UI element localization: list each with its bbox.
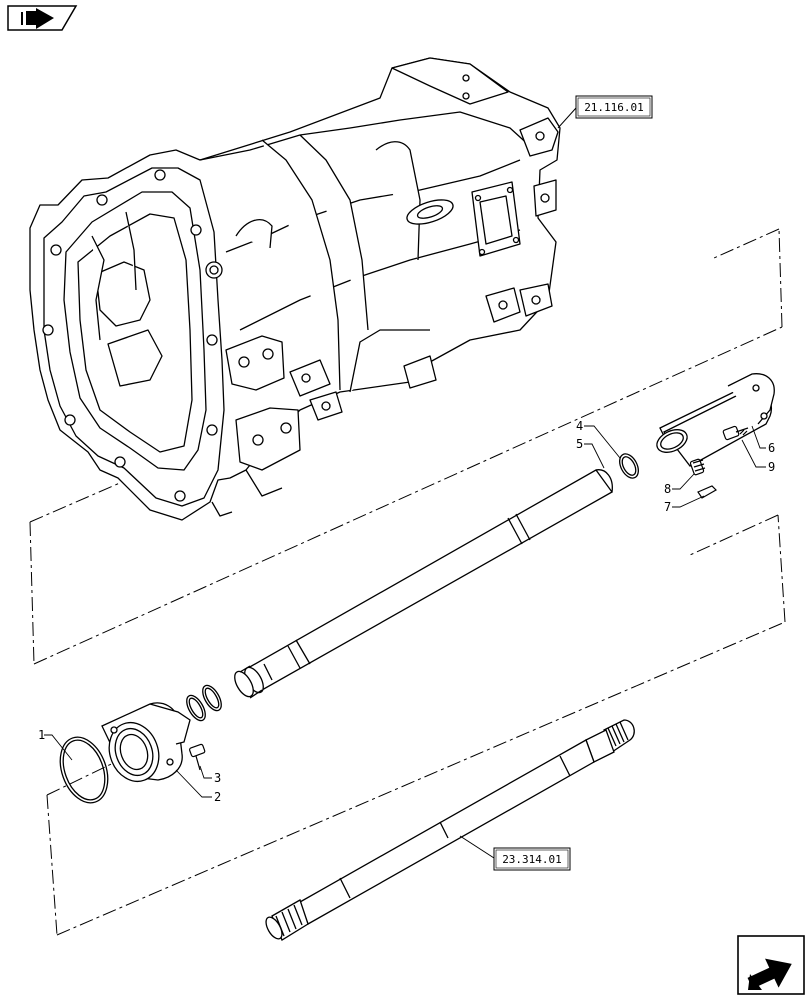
reference-output-shaft[interactable]: 23.314.01 bbox=[459, 835, 571, 871]
callout-7: 7 bbox=[664, 500, 671, 514]
reference-label: 21.116.01 bbox=[584, 101, 644, 114]
callout-1: 1 bbox=[38, 728, 45, 742]
spring-pin-8 bbox=[689, 458, 706, 476]
bolt-9 bbox=[722, 425, 749, 441]
callout-3: 3 bbox=[214, 771, 221, 785]
book-arrow-icon[interactable] bbox=[7, 5, 78, 31]
pin-7 bbox=[697, 485, 717, 499]
callout-6: 6 bbox=[768, 441, 775, 455]
callout-5: 5 bbox=[576, 437, 583, 451]
callout-4: 4 bbox=[576, 419, 583, 433]
pto-shaft-5 bbox=[234, 469, 613, 699]
callout-9: 9 bbox=[768, 460, 775, 474]
reference-transmission-housing[interactable]: 21.116.01 bbox=[557, 95, 653, 129]
front-bearing-housing-2 bbox=[101, 702, 191, 783]
callout-leaders bbox=[44, 425, 766, 798]
rear-sleeve-flange bbox=[656, 373, 775, 467]
callout-numbers: 1 2 3 4 5 6 7 8 9 bbox=[38, 419, 775, 804]
transmission-housing bbox=[29, 57, 561, 521]
callout-2: 2 bbox=[214, 790, 221, 804]
o-rings-front bbox=[186, 684, 222, 722]
o-ring-4 bbox=[619, 453, 639, 479]
return-arrow-icon[interactable] bbox=[737, 935, 805, 998]
assembly-boundary-upper bbox=[29, 228, 783, 665]
output-shaft bbox=[265, 719, 635, 941]
callout-8: 8 bbox=[664, 482, 671, 496]
reference-label: 23.314.01 bbox=[502, 853, 562, 866]
bolt-3 bbox=[189, 743, 206, 771]
large-o-ring-1 bbox=[59, 736, 109, 804]
